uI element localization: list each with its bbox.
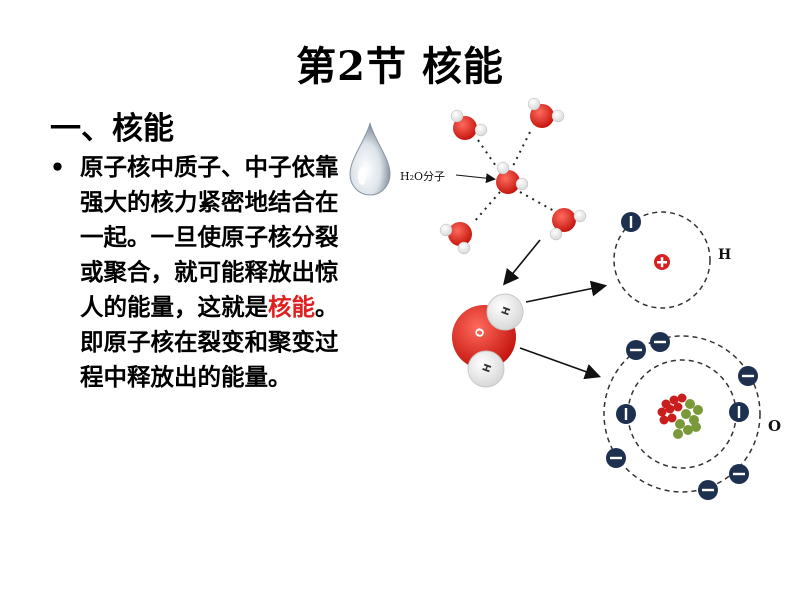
paragraph-text: 原子核中质子、中子依靠强大的核力紧密地结合在一起。一旦使原子核分裂或聚合，就可能… [80, 150, 350, 395]
oxygen-atom-label: O [768, 417, 781, 435]
oxygen-atom [603, 332, 761, 500]
hydrogen-atom [613, 211, 711, 309]
hydrogen-letter-2: H [481, 363, 494, 375]
nucleus [657, 393, 703, 439]
paragraph-part-2: 。即原子核在裂变和聚变过程中释放出的能量。 [80, 293, 339, 391]
small-molecule-4 [549, 208, 587, 241]
hydrogen-letter-1: H [500, 306, 513, 318]
large-water-molecule: O H H [452, 293, 524, 388]
zoom-arrow [502, 239, 541, 286]
small-molecule-2 [527, 97, 565, 128]
small-molecule-3 [439, 222, 472, 255]
bullet-marker: • [50, 153, 66, 181]
highlight-term: 核能 [268, 293, 315, 321]
electron-icon [621, 212, 641, 232]
page-title: 第2节 核能 [296, 43, 504, 90]
paragraph-part-1: 原子核中质子、中子依靠强大的核力紧密地结合在一起。一旦使原子核分裂或聚合，就可能… [80, 153, 339, 321]
small-molecule-center [496, 161, 529, 194]
body-paragraph: • 原子核中质子、中子依靠强大的核力紧密地结合在一起。一旦使原子核分裂或聚合，就… [50, 150, 350, 395]
arrow-to-hydrogen-atom [525, 280, 608, 303]
h2o-label: H₂O分子 [400, 170, 445, 183]
hydrogen-atom-label: H [718, 247, 731, 263]
water-drop-icon [349, 122, 391, 196]
section-heading: 一、核能 [50, 111, 174, 147]
arrow-to-oxygen-atom [519, 347, 602, 380]
h2o-pointer-arrow [455, 173, 496, 184]
oxygen-letter: O [472, 326, 487, 339]
small-molecule-1 [450, 109, 488, 140]
